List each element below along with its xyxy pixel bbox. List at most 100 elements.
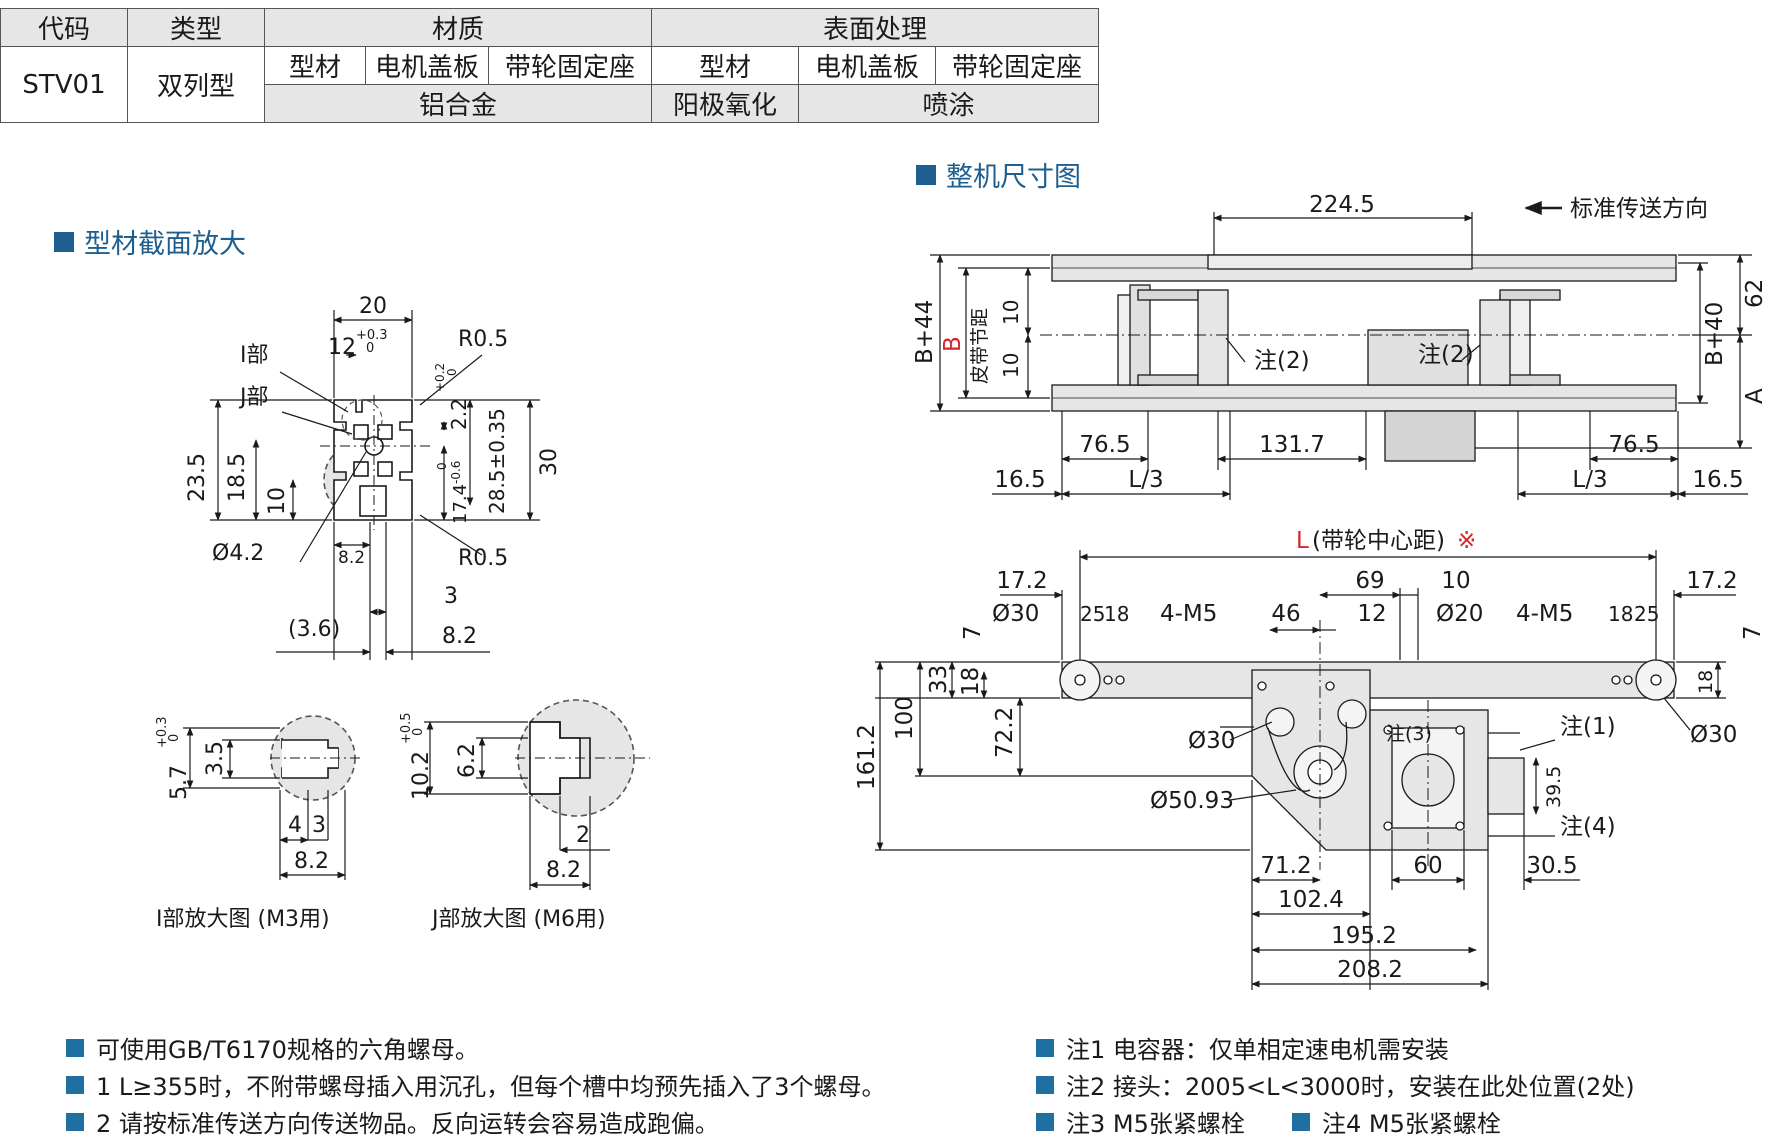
l-description: (带轮中心距) — [1312, 528, 1445, 554]
dim-72-2: 72.2 — [992, 707, 1018, 758]
detail-j-caption: J部放大图 (M6用) — [430, 907, 606, 932]
tol-plus-03: +0.3 — [356, 328, 388, 343]
note-2-a: 注(2) — [1254, 348, 1310, 374]
tol-zero-a: 0 — [366, 341, 374, 356]
dim-17-2-left: 17.2 — [996, 568, 1047, 594]
square-bullet-icon — [1036, 1075, 1054, 1094]
dim-102-4: 102.4 — [1278, 887, 1344, 913]
dim-7-right: 7 — [1740, 625, 1766, 640]
detail-i-caption: I部放大图 (M3用) — [156, 907, 330, 932]
side-view-drawing — [1059, 620, 1677, 870]
l-label: L — [1296, 528, 1309, 554]
dim-18-left: 18 — [1104, 602, 1129, 626]
dim-33: 33 — [926, 665, 952, 694]
sub-cover-surface: 电机盖板 — [798, 46, 936, 85]
dim-16-5-right: 16.5 — [1692, 467, 1743, 493]
detail-j-labels: +0.5 0 10.2 6.2 2 8.2 J部放大图 (M6用) — [399, 712, 606, 932]
square-bullet-icon — [66, 1112, 84, 1131]
note-left-1-text: 可使用GB/T6170规格的六角螺母。 — [96, 1036, 479, 1064]
dim-5-7: 5.7 — [167, 765, 192, 800]
dim-17-2-right: 17.2 — [1686, 568, 1737, 594]
dim-25-right: 25 — [1634, 602, 1659, 626]
note-left-1: 可使用GB/T6170规格的六角螺母。 — [66, 1030, 479, 1065]
dim-46: 46 — [1271, 601, 1300, 627]
dim-b-plus-40: B+40 — [1702, 302, 1728, 366]
dim-69: 69 — [1355, 568, 1384, 594]
dim-62: 62 — [1742, 279, 1768, 308]
square-bullet-icon — [1292, 1112, 1310, 1131]
dim-18-right: 18 — [1608, 602, 1633, 626]
type-cell: 双列型 — [127, 46, 265, 123]
note-right-1-text: 注1 电容器：仅单相定速电机需安装 — [1066, 1036, 1449, 1064]
tol-minus-06: -0.6 — [449, 461, 463, 484]
detail-i-drawing — [270, 715, 360, 801]
dim-8-2-j: 8.2 — [546, 858, 581, 883]
j-part-label: J部 — [238, 385, 269, 410]
dim-6-2: 6.2 — [455, 743, 480, 778]
radius-bottom: R0.5 — [458, 546, 508, 571]
note-4-label: 注(4) — [1560, 814, 1616, 840]
detail-j-drawing — [515, 699, 650, 817]
profile-dimension-labels: I部 J部 20 12 +0.3 0 R0.5 2.2 +0.2 0 28.5±… — [185, 294, 562, 649]
square-bullet-icon — [1036, 1038, 1054, 1057]
dim-10: 10 — [265, 487, 290, 515]
belt-pitch-label: 皮带节距 — [969, 308, 991, 384]
m5-right: 4-M5 — [1516, 601, 1573, 627]
spec-table: 代码 类型 材质 表面处理 STV01 双列型 型材 电机盖板 带轮固定座 型材… — [0, 8, 1099, 123]
sub-profile-surface: 型材 — [651, 46, 799, 85]
profile-section-title: 型材截面放大 — [54, 222, 246, 261]
note-right-1: 注1 电容器：仅单相定速电机需安装 — [1036, 1030, 1449, 1065]
dim-3: 3 — [444, 584, 458, 609]
l-mark: ※ — [1457, 528, 1476, 554]
dim-18-vert-right: 18 — [1695, 670, 1717, 694]
note-1-label: 注(1) — [1560, 714, 1616, 740]
side-view-dimensions — [875, 550, 1736, 990]
dim-8-2-b: 8.2 — [442, 624, 477, 649]
detail-j-dimensions — [424, 721, 610, 890]
dim-10-side: 10 — [1441, 568, 1470, 594]
dim-3-i: 3 — [312, 813, 326, 838]
dia-30-right: Ø30 — [1690, 722, 1737, 748]
radius-top: R0.5 — [458, 327, 508, 352]
note-left-2: 1 L≥355时，不附带螺母插入用沉孔，但每个槽中均预先插入了3个螺母。 — [66, 1067, 885, 1102]
dim-3-5: 3.5 — [203, 741, 228, 776]
dim-17-4: 17.4 — [450, 484, 471, 524]
dim-a: A — [1742, 388, 1768, 404]
tol-plus-02: +0.2 — [433, 363, 447, 392]
dim-30-5: 30.5 — [1526, 853, 1577, 879]
dim-18-5: 18.5 — [225, 453, 250, 502]
dim-8-2-i: 8.2 — [294, 849, 329, 874]
note-right-2-text: 注2 接头：2005<L<3000时，安装在此处位置(2处) — [1066, 1073, 1635, 1101]
top-view-drawing — [1040, 254, 1690, 462]
material-value: 铝合金 — [264, 84, 652, 123]
profile-cross-section — [320, 395, 430, 530]
square-bullet-icon — [54, 231, 74, 252]
dia-20: Ø20 — [1436, 601, 1483, 627]
direction-label: 标准传送方向 — [1570, 196, 1708, 222]
dim-10-upper: 10 — [999, 300, 1023, 325]
sub-profile: 型材 — [264, 46, 366, 85]
tol-plus-03-i: +0.3 — [155, 716, 170, 748]
code-cell: STV01 — [0, 46, 128, 123]
detail-i-labels: +0.3 0 5.7 3.5 4 3 8.2 I部放大图 (M3用) — [155, 716, 330, 932]
i-part-label: I部 — [240, 343, 269, 368]
note-right-3: 注3 M5张紧螺栓 — [1036, 1104, 1245, 1139]
square-bullet-icon — [66, 1075, 84, 1094]
detail-i-dimensions — [183, 727, 346, 880]
note-right-4: 注4 M5张紧螺栓 — [1292, 1104, 1501, 1139]
dim-25-left: 25 — [1080, 602, 1105, 626]
m5-left: 4-M5 — [1160, 601, 1217, 627]
dim-71-2: 71.2 — [1260, 853, 1311, 879]
sub-cover: 电机盖板 — [365, 46, 489, 85]
tol-plus-05-j: +0.5 — [399, 712, 414, 744]
dim-b-plus-44: B+44 — [912, 300, 938, 364]
top-view-labels: 224.5 标准传送方向 B+44 B 皮带节距 10 10 注(2) 注(2)… — [912, 192, 1768, 493]
tol-zero-i: 0 — [167, 734, 182, 742]
dim-76-5-left: 76.5 — [1079, 432, 1130, 458]
spray-value: 喷涂 — [798, 84, 1099, 123]
profile-dimension-lines — [210, 310, 540, 660]
profile-section-text: 型材截面放大 — [84, 229, 246, 260]
dim-23-5: 23.5 — [185, 453, 210, 502]
dim-224-5: 224.5 — [1309, 192, 1375, 218]
dim-b: B — [940, 336, 966, 352]
